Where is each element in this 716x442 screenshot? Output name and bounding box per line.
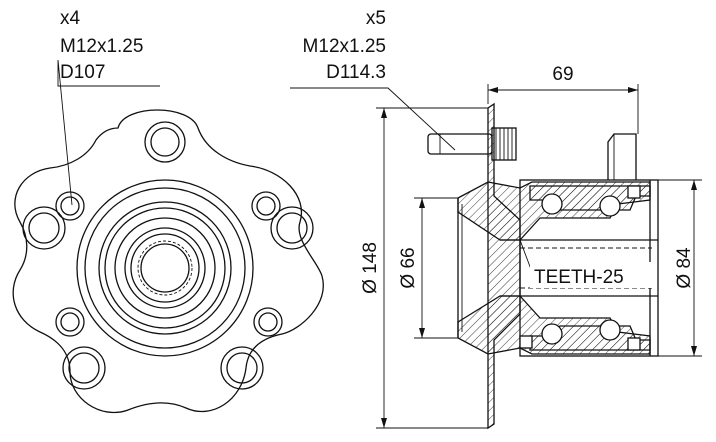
side-note-count: x5: [366, 8, 386, 29]
bolt-hole-upper-left: [55, 191, 85, 221]
bearing-balls: [541, 193, 621, 345]
bearing-outer-cage: [519, 179, 659, 357]
hub-ring-2: [84, 187, 246, 349]
bolt-hole-right: [270, 206, 314, 250]
wheel-stud: [427, 127, 517, 161]
pilot-diameter-dimension: [414, 197, 458, 339]
side-note-leader: [290, 87, 456, 151]
flange-diameter-dimension: [376, 107, 488, 429]
spline-inner: [140, 243, 190, 293]
front-note-leader: [57, 59, 160, 206]
bolt-hole-bottom-right: [220, 346, 264, 390]
bolt-hole-left: [22, 206, 66, 250]
bolt-hole-lower-right: [253, 307, 283, 337]
bolt-hole-lower-left: [55, 307, 85, 337]
width-dimension-label: 69: [552, 64, 573, 85]
bolt-hole-upper-right: [251, 191, 281, 221]
section-view: [290, 87, 659, 430]
side-note-thread: M12x1.25: [303, 36, 386, 57]
bolt-hole-top: [144, 121, 186, 163]
bearing-diameter-label: Ø 84: [674, 247, 695, 289]
front-view: [12, 59, 324, 414]
top-boss: [607, 133, 637, 180]
hub-ring-4: [104, 207, 226, 329]
hub-ring-7: [130, 233, 200, 303]
spline-label-bg: [530, 262, 656, 288]
front-note-thread: M12x1.25: [60, 36, 143, 57]
hub-ring-5: [114, 217, 216, 319]
bearing-diameter-dimension: [658, 179, 702, 357]
hub-ring-6: [124, 227, 206, 309]
side-note-bolt-circle: D114.3: [326, 62, 386, 83]
hub-ring-3: [98, 201, 232, 335]
bolt-hole-bottom-left: [62, 346, 106, 390]
flange-diameter-label: Ø 148: [360, 242, 381, 294]
flange-outline: [12, 109, 324, 414]
front-note-bolt-circle: D107: [60, 62, 105, 83]
spline-label: TEETH-25: [534, 267, 624, 288]
pilot-diameter-label: Ø 66: [398, 247, 419, 288]
width-dimension: [487, 84, 639, 134]
front-note-count: x4: [60, 8, 81, 29]
hub-outer-ring: [76, 179, 254, 357]
spline-circle: [137, 240, 193, 296]
